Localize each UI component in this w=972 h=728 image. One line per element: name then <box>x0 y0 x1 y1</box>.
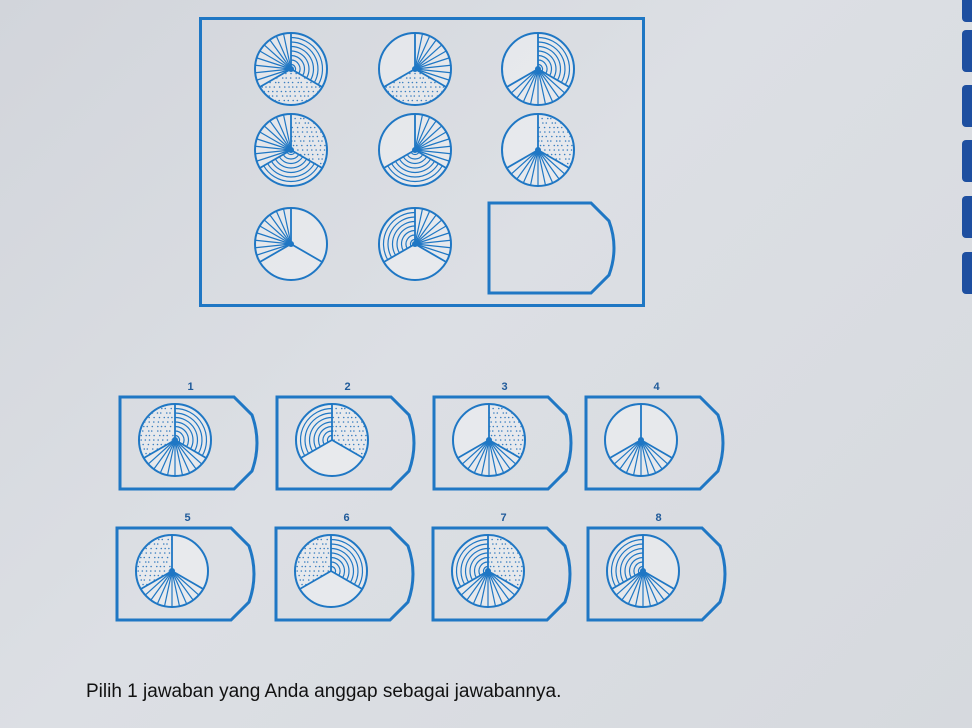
option-frame <box>586 526 727 622</box>
matrix-figure-r1c3 <box>499 30 577 108</box>
pie-figure-icon <box>501 113 575 187</box>
matrix-figure-r3c1 <box>252 205 330 283</box>
option-number: 1 <box>187 381 194 393</box>
option-3[interactable]: 3 <box>432 381 577 491</box>
matrix-figure-r2c2 <box>376 111 454 189</box>
option-frame <box>274 526 415 622</box>
pie-figure-icon <box>378 113 452 187</box>
option-6[interactable]: 6 <box>274 512 419 622</box>
option-frame <box>432 395 573 491</box>
side-tab[interactable] <box>962 196 972 238</box>
pie-figure-icon <box>254 207 328 281</box>
matrix-figure-r1c2 <box>376 30 454 108</box>
option-frame <box>115 526 256 622</box>
side-tab[interactable] <box>962 0 972 22</box>
option-5[interactable]: 5 <box>115 512 260 622</box>
option-number: 5 <box>184 512 191 524</box>
option-8[interactable]: 8 <box>586 512 731 622</box>
option-frame <box>118 395 259 491</box>
option-number: 7 <box>500 512 507 524</box>
option-number: 4 <box>653 381 660 393</box>
matrix-figure-r3c2 <box>376 205 454 283</box>
missing-answer-slot <box>487 201 622 301</box>
matrix-figure-r1c1 <box>252 30 330 108</box>
option-frame <box>275 395 416 491</box>
matrix-figure-r2c1 <box>252 111 330 189</box>
option-number: 8 <box>655 512 662 524</box>
option-frame <box>431 526 572 622</box>
pie-figure-icon <box>378 207 452 281</box>
pie-figure-icon <box>378 32 452 106</box>
option-4[interactable]: 4 <box>584 381 729 491</box>
pie-figure-icon <box>254 32 328 106</box>
instruction-text: Pilih 1 jawaban yang Anda anggap sebagai… <box>86 681 562 702</box>
pie-figure-icon <box>501 32 575 106</box>
side-tab[interactable] <box>962 30 972 72</box>
option-7[interactable]: 7 <box>431 512 576 622</box>
side-tabs <box>958 0 972 300</box>
side-tab[interactable] <box>962 252 972 294</box>
option-1[interactable]: 1 <box>118 381 263 491</box>
puzzle-matrix <box>199 17 645 307</box>
option-number: 6 <box>343 512 350 524</box>
pie-figure-icon <box>254 113 328 187</box>
option-frame <box>584 395 725 491</box>
side-tab[interactable] <box>962 85 972 127</box>
option-number: 2 <box>344 381 351 393</box>
matrix-figure-r2c3 <box>499 111 577 189</box>
option-2[interactable]: 2 <box>275 381 420 491</box>
option-number: 3 <box>501 381 508 393</box>
side-tab[interactable] <box>962 140 972 182</box>
